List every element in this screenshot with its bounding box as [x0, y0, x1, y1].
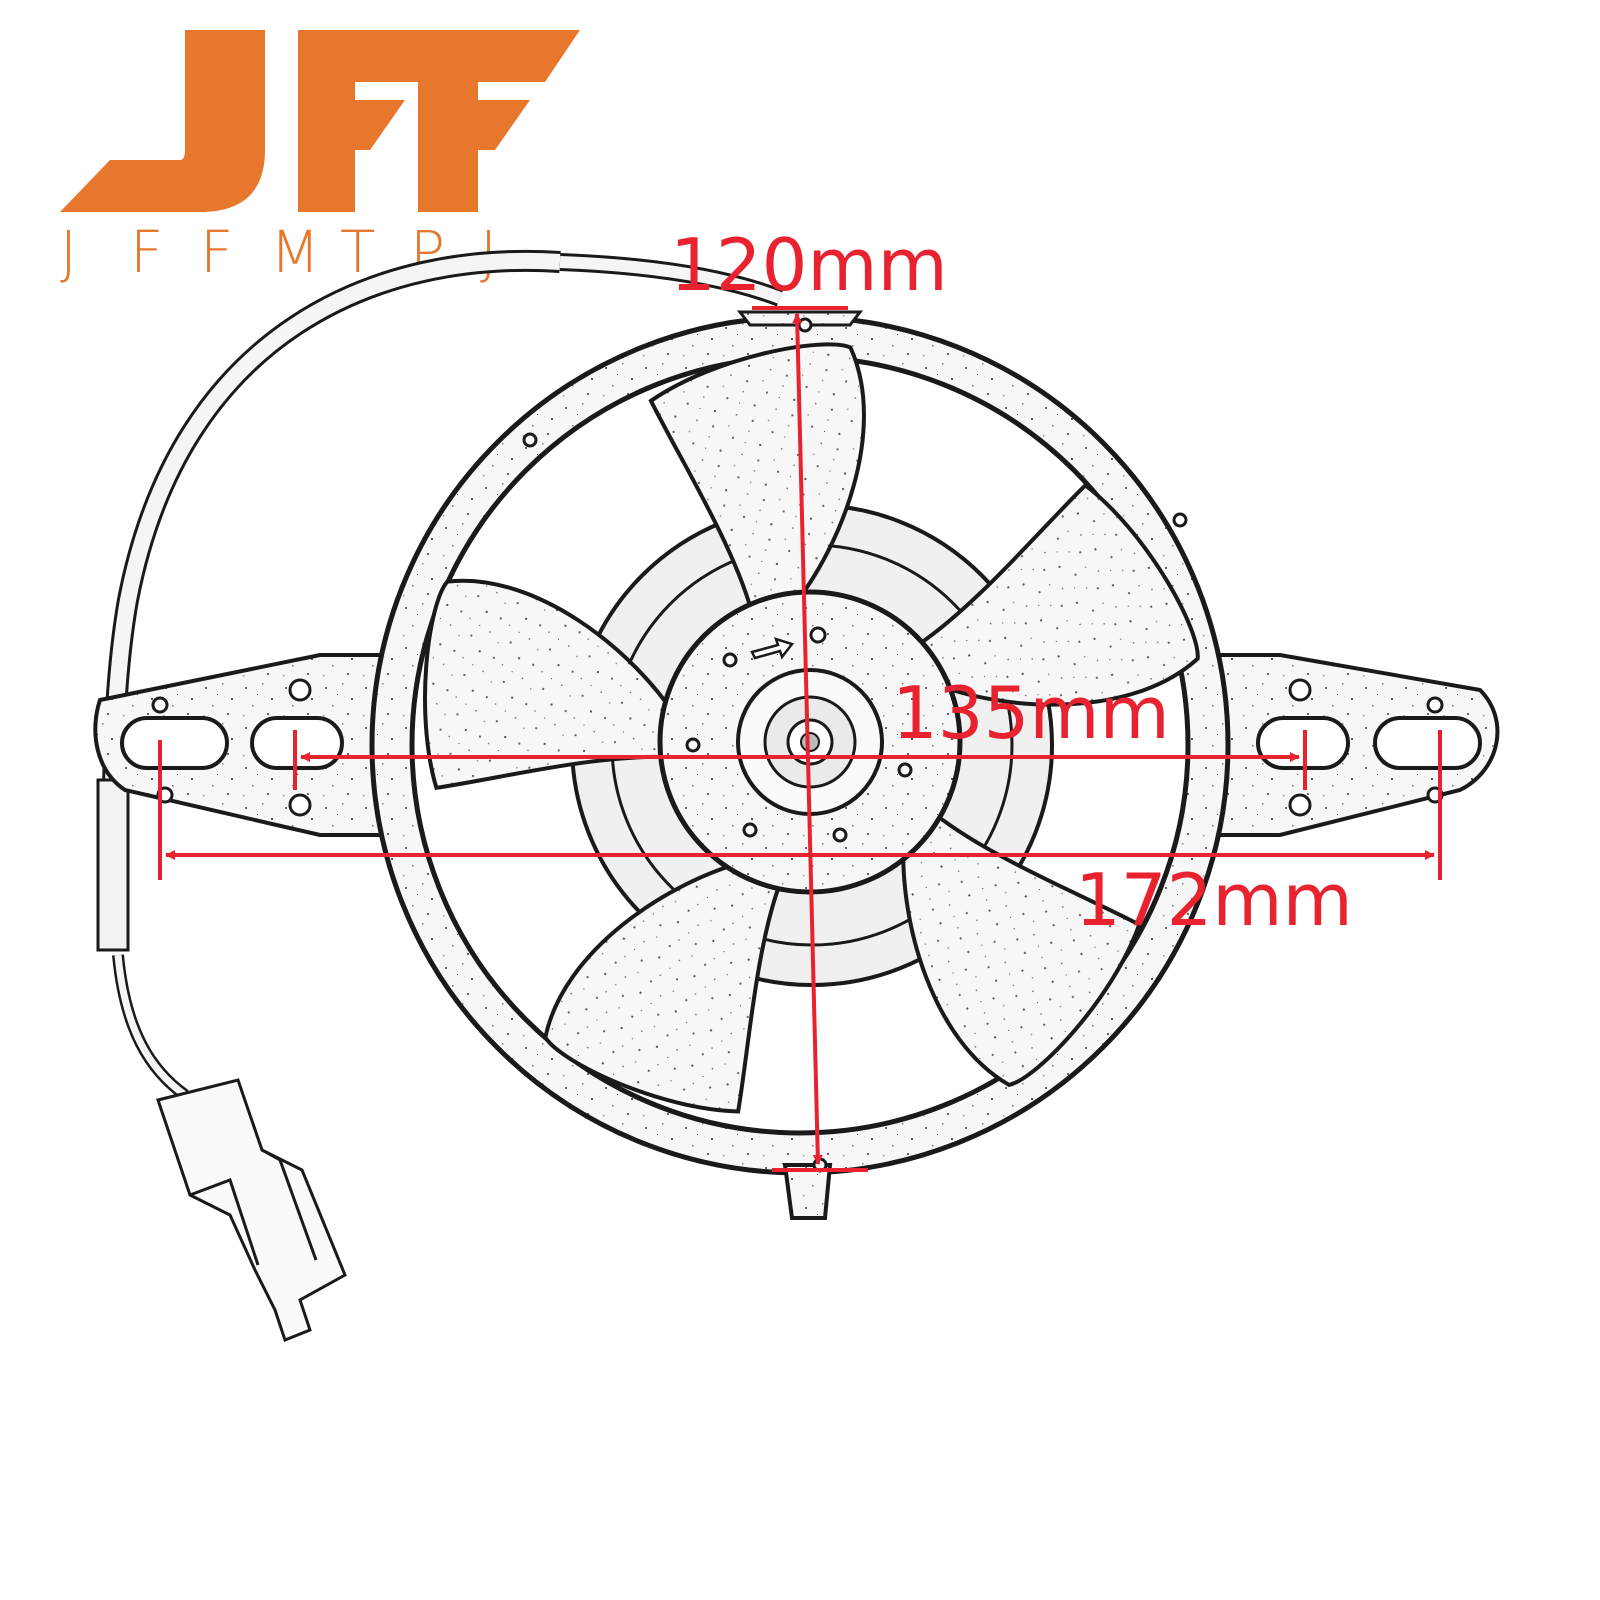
logo-j-glyph [60, 30, 265, 212]
inner-spacing-label: 135mm [892, 671, 1170, 755]
height-dimension-label: 120mm [670, 223, 948, 307]
logo-wordmark-letter: F [200, 218, 233, 286]
wire-connector [156, 1078, 347, 1342]
mounting-slot-left-outer [120, 716, 229, 770]
dimension-annotations: 120mm 135mm 172mm [158, 223, 1442, 1172]
height-dimension-line [792, 313, 823, 1165]
logo-wordmark-letter: T [340, 218, 375, 286]
fan-blade [423, 578, 680, 791]
logo-wordmark-letter: J [60, 218, 77, 286]
fan-blade [901, 812, 1142, 1088]
logo-f2-glyph [418, 30, 580, 212]
rotation-arrow-icon [750, 637, 795, 660]
overall-width-label: 172mm [1075, 858, 1353, 942]
logo-wordmark-letter: M [270, 218, 320, 286]
logo-f1-glyph [298, 30, 455, 212]
fan-cable [96, 249, 784, 1100]
mounting-slot-right-outer [1373, 716, 1482, 770]
fan-blade [915, 482, 1200, 707]
fan-blade [543, 859, 782, 1114]
logo-wordmark-letter: F [130, 218, 163, 286]
